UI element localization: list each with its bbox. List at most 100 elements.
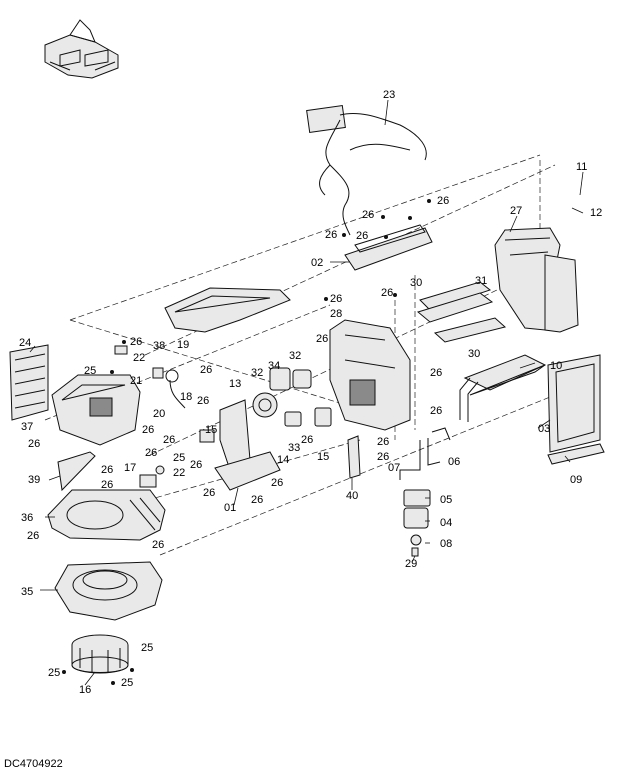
upper-duct: [344, 224, 433, 271]
fresh-air-filter: [9, 344, 49, 421]
callout-26j: 26: [197, 395, 209, 407]
screw-markers: [62, 199, 431, 685]
callout-26p: 26: [301, 434, 313, 446]
callout-26f: 26: [381, 287, 393, 299]
callout-26i: 26: [316, 333, 328, 345]
callout-33: 33: [288, 442, 300, 454]
small-fittings: [114, 345, 215, 488]
callout-15b: 15: [317, 451, 329, 463]
callout-10: 10: [550, 360, 562, 372]
callout-25d: 25: [48, 667, 60, 679]
leader-lines: [29, 99, 584, 686]
blower-scroll-housing: [54, 561, 163, 621]
callout-28: 28: [330, 308, 342, 320]
callout-26aa: 26: [152, 539, 164, 551]
callout-19: 19: [177, 339, 189, 351]
heater-core-frame: [547, 354, 605, 465]
upper-case: [494, 227, 579, 333]
diagram-code: DC4704922: [4, 758, 63, 770]
callout-06: 06: [448, 456, 460, 468]
callout-26v: 26: [101, 479, 113, 491]
callout-26b: 26: [362, 209, 374, 221]
callout-26c: 26: [325, 229, 337, 241]
defrost-duct: [164, 287, 291, 333]
callout-39: 39: [28, 474, 40, 486]
callout-26u: 26: [101, 464, 113, 476]
callout-26r: 26: [145, 447, 157, 459]
callout-18: 18: [180, 391, 192, 403]
callout-26s: 26: [377, 451, 389, 463]
wiring-harness: [306, 105, 427, 236]
callout-26w: 26: [271, 477, 283, 489]
callout-25e: 25: [121, 677, 133, 689]
callout-31: 31: [475, 275, 487, 287]
callout-25a: 25: [84, 365, 96, 377]
callout-14: 14: [277, 454, 289, 466]
callout-08: 08: [440, 538, 452, 550]
callout-26a: 26: [437, 195, 449, 207]
blower-housing-center: [219, 392, 278, 471]
callout-24: 24: [19, 337, 31, 349]
filter-plates: [416, 281, 507, 343]
callout-26h: 26: [200, 364, 212, 376]
blower-lower-case: [47, 489, 166, 541]
callout-26l: 26: [430, 405, 442, 417]
callout-26x: 26: [203, 487, 215, 499]
expansion-valve: [403, 489, 431, 557]
callout-26e: 26: [330, 293, 342, 305]
callout-26t: 26: [190, 459, 202, 471]
callout-26d: 26: [356, 230, 368, 242]
callout-11: 11: [576, 161, 587, 173]
callout-16: 16: [79, 684, 91, 696]
blower-motor: [71, 634, 129, 674]
callout-20: 20: [153, 408, 165, 420]
callout-12: 12: [590, 207, 602, 219]
callout-25c: 25: [141, 642, 153, 654]
actuators: [269, 367, 332, 427]
callout-03: 03: [538, 423, 550, 435]
recirculation-filter: [57, 451, 96, 492]
callout-23: 23: [383, 89, 395, 101]
callout-30b: 30: [468, 348, 480, 360]
main-heater-case: [329, 319, 411, 431]
callout-25b: 25: [173, 452, 185, 464]
callout-09: 09: [570, 474, 582, 486]
callout-27: 27: [510, 205, 522, 217]
callout-21: 21: [130, 375, 142, 387]
callout-01: 01: [224, 502, 236, 514]
callout-35: 35: [21, 586, 33, 598]
intake-housing: [51, 374, 141, 446]
callout-26k: 26: [430, 367, 442, 379]
callout-30a: 30: [410, 277, 422, 289]
callout-26g: 26: [130, 336, 142, 348]
callout-04: 04: [440, 517, 452, 529]
callout-32b: 32: [289, 350, 301, 362]
callout-26q: 26: [377, 436, 389, 448]
callout-07: 07: [388, 462, 400, 474]
lower-bracket: [214, 451, 281, 491]
callout-26m: 26: [28, 438, 40, 450]
callout-26n: 26: [142, 424, 154, 436]
callout-02: 02: [311, 257, 323, 269]
callout-05: 05: [440, 494, 452, 506]
callout-22b: 22: [173, 467, 185, 479]
evaporator-core: [459, 354, 547, 422]
callout-22a: 22: [133, 352, 145, 364]
callout-36: 36: [21, 512, 33, 524]
callout-26z: 26: [27, 530, 39, 542]
callout-labels: 23 11 12 27 26 26 26 26 02 30 31 26 26 2…: [19, 89, 602, 696]
callout-15a: 15: [205, 424, 217, 436]
machine-orientation-icon: [44, 19, 119, 79]
callout-38: 38: [153, 340, 165, 352]
callout-26y: 26: [251, 494, 263, 506]
callout-17: 17: [124, 462, 136, 474]
callout-34: 34: [268, 360, 280, 372]
callout-26o: 26: [163, 434, 175, 446]
callout-40: 40: [346, 490, 358, 502]
coolant-pipes: [347, 427, 451, 480]
callout-13: 13: [229, 378, 241, 390]
callout-37: 37: [21, 421, 33, 433]
callout-29: 29: [405, 558, 417, 570]
callout-32a: 32: [251, 367, 263, 379]
